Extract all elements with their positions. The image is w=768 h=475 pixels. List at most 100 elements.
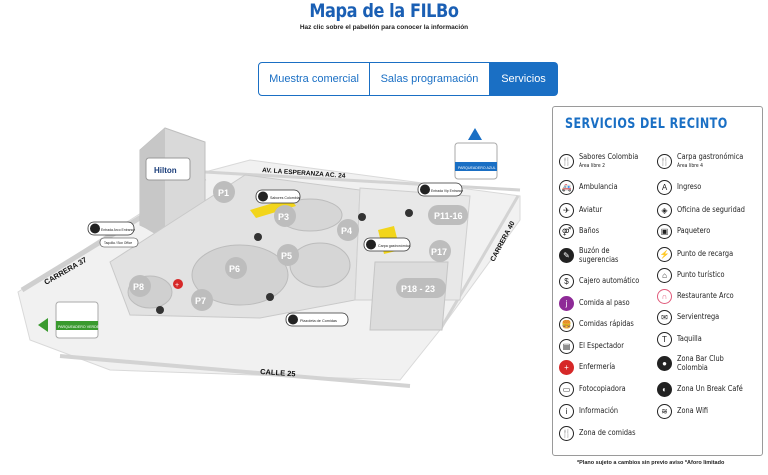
service-el-espectador[interactable]: ▤El Espectador: [559, 339, 634, 354]
tab-bar: Muestra comercial Salas programación Ser…: [258, 62, 558, 96]
service-label: Servientrega: [677, 312, 720, 322]
service-wifi[interactable]: ≋ Zona Wifi: [657, 404, 715, 419]
service-cajero[interactable]: $ Cajero automático: [559, 274, 653, 289]
service-comidas-rapidas[interactable]: 🍔 Comidas rápidas: [559, 317, 646, 332]
ticket-icon: T: [657, 332, 672, 347]
service-label: Punto de recarga: [677, 249, 734, 259]
service-label: Zona Bar Club Colombia: [677, 354, 724, 372]
service-servientrega[interactable]: ✉Servientrega: [657, 310, 728, 325]
svg-text:+: +: [175, 282, 179, 289]
svg-text:P1: P1: [218, 188, 229, 198]
copier-icon: ▭: [559, 382, 574, 397]
tab-salas-programacion[interactable]: Salas programación: [370, 62, 490, 96]
svg-text:PARQUEADERO VERDE: PARQUEADERO VERDE: [58, 325, 100, 329]
pavilion-p6[interactable]: P6: [225, 257, 247, 279]
callout-plazoleta[interactable]: Plazoleta de Comidas: [285, 312, 349, 327]
pavilion-p3[interactable]: P3: [274, 205, 296, 227]
pavilion-p8[interactable]: P8: [129, 275, 151, 297]
page-subtitle: Haz clic sobre el pabellón para conocer …: [299, 24, 469, 31]
service-enfermeria[interactable]: +Enfermería: [559, 360, 623, 375]
tab-servicios[interactable]: Servicios: [490, 62, 558, 96]
street-calle25: CALLE 25: [260, 367, 296, 378]
food-icon: 🍴: [657, 154, 672, 169]
service-fotocopiadora[interactable]: ▭Fotocopiadora: [559, 382, 636, 397]
svg-text:P8: P8: [133, 282, 144, 292]
fastfood-icon: 🍔: [559, 317, 574, 332]
callout-entrada-arco[interactable]: Entrada Arco Entrance: [87, 221, 135, 236]
svg-text:P18 - 23: P18 - 23: [401, 284, 435, 294]
svg-text:Taquilla / Box Office: Taquilla / Box Office: [104, 241, 132, 245]
service-label: Punto turístico: [677, 270, 725, 280]
pavilion-p1[interactable]: P1: [213, 181, 235, 203]
cross-icon: +: [559, 360, 574, 375]
pavilion-p7[interactable]: P7: [191, 289, 213, 311]
dollar-icon: $: [559, 274, 574, 289]
service-restaurante-arco[interactable]: ∩Restaurante Arco: [657, 289, 746, 304]
parking-azul[interactable]: PARQUEADERO AZUL: [454, 128, 498, 180]
service-seguridad[interactable]: ◈Oficina de seguridad: [657, 203, 760, 218]
pavilion-p5[interactable]: P5: [277, 244, 299, 266]
food-icon: 🍴: [559, 154, 574, 169]
service-punto-turistico[interactable]: ⌂ Punto turístico: [657, 268, 735, 283]
svg-text:P17: P17: [431, 247, 447, 257]
service-label: Zona Wifi: [677, 406, 709, 416]
service-zona-comidas[interactable]: 🍴Zona de comidas: [559, 426, 648, 441]
svg-text:Entrada Vip Entrance: Entrada Vip Entrance: [431, 189, 463, 193]
service-label: Paquetero: [677, 226, 711, 236]
pavilion-p4[interactable]: P4: [337, 219, 359, 241]
first-aid-pin: +: [173, 279, 183, 289]
service-label: Comidas rápidas: [579, 319, 634, 329]
tourist-icon: ⌂: [657, 268, 672, 283]
justo-icon: j: [559, 296, 574, 311]
service-label: Baños: [579, 226, 600, 236]
service-buzon[interactable]: ✎ Buzón de sugerencias: [559, 246, 649, 264]
security-icon: ◈: [657, 203, 672, 218]
parking-verde[interactable]: PARQUEADERO VERDE: [38, 301, 100, 339]
svg-text:Plazoleta de Comidas: Plazoleta de Comidas: [300, 319, 337, 323]
service-banos[interactable]: ⚤Baños: [559, 224, 604, 239]
svg-text:P5: P5: [281, 251, 292, 261]
service-label: Buzón de sugerencias: [579, 246, 619, 264]
service-label: Zona Un Break Café: [677, 384, 743, 394]
service-label: Sabores Colombia: [579, 152, 639, 161]
svg-text:P4: P4: [341, 226, 352, 236]
service-label: Carpa gastronómica: [677, 152, 744, 161]
page-title: Mapa de la FILBo: [309, 0, 459, 22]
callout-carpa[interactable]: Carpa gastronómica: [363, 237, 411, 252]
service-break-cafe[interactable]: ◐Zona Un Break Café: [657, 382, 757, 397]
pavilion-p11-16[interactable]: P11-16: [428, 205, 468, 225]
callout-taquilla[interactable]: Taquilla / Box Office: [99, 237, 139, 248]
service-ambulancia[interactable]: 🚑Ambulancia: [559, 180, 626, 195]
tab-muestra-comercial[interactable]: Muestra comercial: [258, 62, 370, 96]
service-aviatur[interactable]: ✈Aviatur: [559, 203, 607, 218]
service-label: Taquilla: [677, 334, 702, 344]
service-label: Información: [579, 406, 619, 416]
arch-icon: ∩: [657, 289, 672, 304]
service-label: Cajero automático: [579, 276, 640, 286]
service-paquetero[interactable]: ▣ Paquetero: [657, 224, 718, 239]
service-bar-club-colombia[interactable]: ●Zona Bar Club Colombia: [657, 354, 737, 372]
service-label: Ingreso: [677, 182, 702, 192]
svg-text:P11-16: P11-16: [434, 211, 463, 221]
pen-icon: ✎: [559, 248, 574, 263]
svg-text:P7: P7: [195, 296, 206, 306]
service-taquilla[interactable]: T Taquilla: [657, 332, 707, 347]
callout-sabores[interactable]: Sabores Colombia: [255, 189, 301, 204]
svg-text:Carpa gastronómica: Carpa gastronómica: [378, 244, 410, 248]
pavilion-p17[interactable]: P17: [429, 240, 451, 262]
svg-text:Sabores Colombia: Sabores Colombia: [270, 196, 300, 200]
package-icon: ▣: [657, 224, 672, 239]
wifi-icon: ≋: [657, 404, 672, 419]
callout-entrada-vip[interactable]: Entrada Vip Entrance: [417, 182, 463, 197]
services-title: SERVICIOS DEL RECINTO: [565, 116, 728, 132]
info-icon: i: [559, 404, 574, 419]
footnote: *Plano sujeto a cambios sin previo aviso…: [577, 460, 725, 466]
svg-text:Entrada Arco Entrance: Entrada Arco Entrance: [101, 228, 135, 232]
service-recarga[interactable]: ⚡Punto de recarga: [657, 247, 745, 262]
service-informacion[interactable]: i Información: [559, 404, 627, 419]
pavilion-p18-23[interactable]: P18 - 23: [396, 278, 446, 298]
